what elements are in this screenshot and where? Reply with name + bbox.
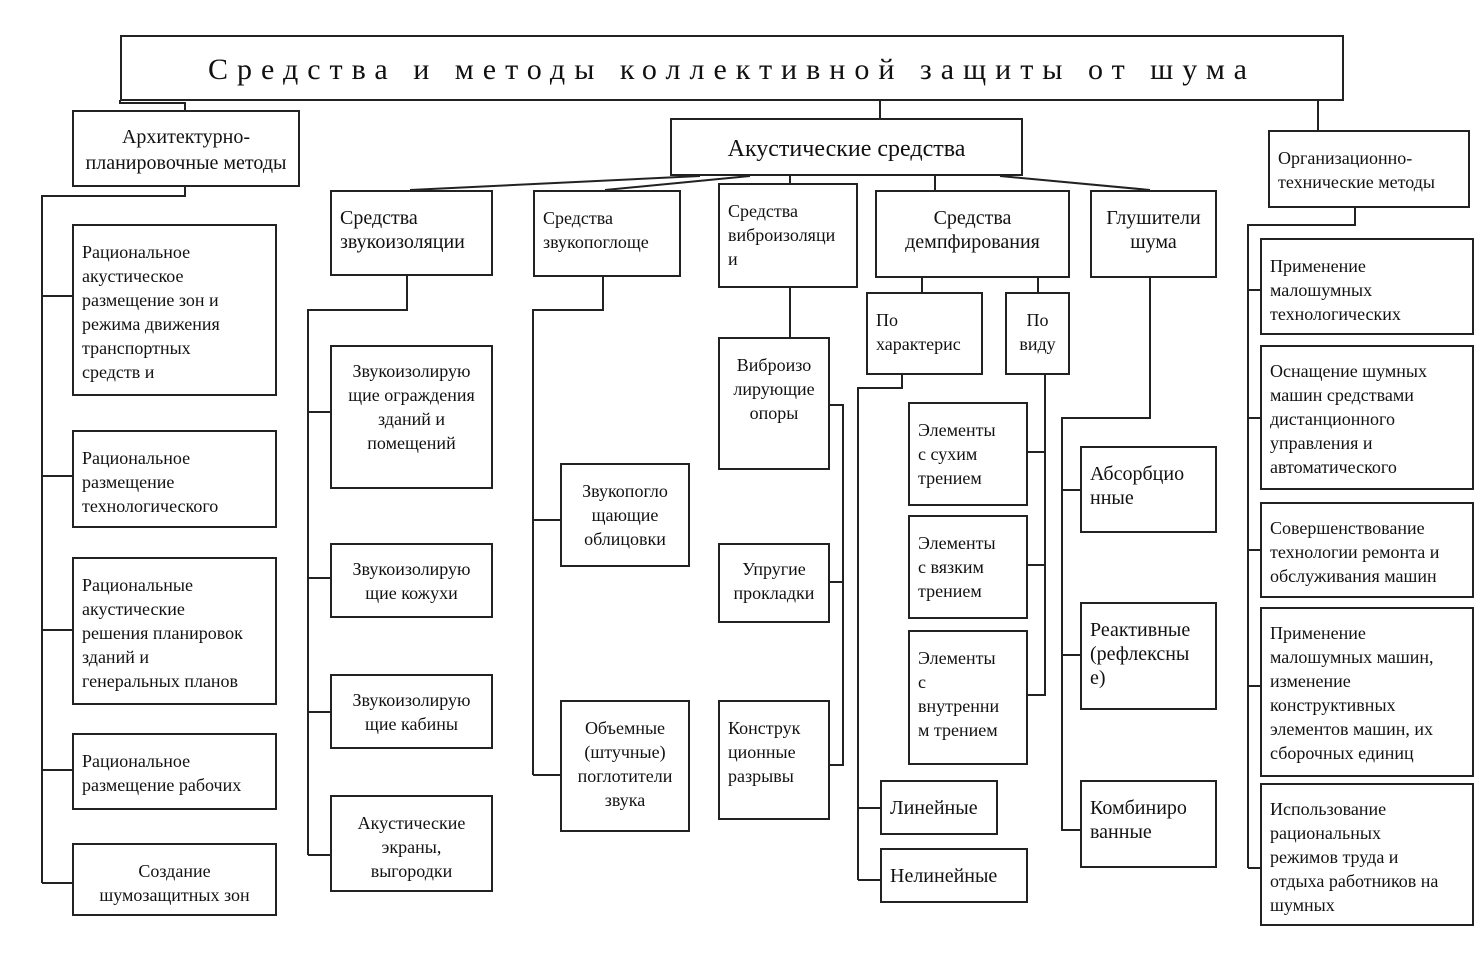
connector-architectural-trunk xyxy=(41,187,186,883)
connector-acoustic-soundproofing xyxy=(409,175,701,191)
acoustic-header: Акустические средства xyxy=(670,118,1023,176)
organizational-item-3: Совершенствование технологии ремонта и о… xyxy=(1260,502,1474,598)
soundproofing-header: Средства звукоизоляции xyxy=(330,190,493,276)
damping-character-item-1: Линейные xyxy=(880,780,998,835)
architectural-header: Архитектурно- планировочные методы xyxy=(72,110,300,187)
architectural-item-4: Рациональное размещение рабочих xyxy=(72,733,277,810)
silencers-item-2: Реактивные (рефлексны е) xyxy=(1080,602,1217,710)
damping-type-item-3: Элементы с внутренни м трением xyxy=(908,630,1028,765)
connector-silencers-trunk xyxy=(1061,278,1151,831)
organizational-item-2: Оснащение шумных машин средствами дистан… xyxy=(1260,345,1474,490)
architectural-item-1: Рациональное акустическое размещение зон… xyxy=(72,224,277,396)
organizational-header: Организационно- технические методы xyxy=(1268,130,1470,208)
vibration-item-1: Виброизо лирующие опоры xyxy=(718,337,830,470)
organizational-item-1: Применение малошумных технологических xyxy=(1260,238,1474,335)
organizational-item-4: Применение малошумных машин, изменение к… xyxy=(1260,607,1474,777)
damping-by-character: По характерис xyxy=(866,292,983,375)
vibration-item-3: Конструк ционные разрывы xyxy=(718,700,830,820)
connector-by-type-trunk xyxy=(1028,375,1046,696)
silencers-item-1: Абсорбцио нные xyxy=(1080,446,1217,533)
connector-soundproofing-trunk xyxy=(307,276,408,855)
architectural-item-3: Рациональные акустические решения планир… xyxy=(72,557,277,705)
soundproofing-item-3: Звукоизолирую щие кабины xyxy=(330,674,493,749)
connector-absorption-trunk xyxy=(532,277,604,775)
soundproofing-item-2: Звукоизолирую щие кожухи xyxy=(330,543,493,618)
damping-type-item-1: Элементы с сухим трением xyxy=(908,402,1028,506)
absorption-item-2: Объемные (штучные) поглотители звука xyxy=(560,700,690,832)
damping-header: Средства демпфирования xyxy=(875,190,1070,278)
connector-title-architectural xyxy=(119,100,186,110)
absorption-header: Средства звукопоглоще xyxy=(533,190,681,277)
organizational-item-5: Использование рациональных режимов труда… xyxy=(1260,783,1474,926)
architectural-item-2: Рациональное размещение технологического xyxy=(72,430,277,528)
absorption-item-1: Звукопогло щающие облицовки xyxy=(560,463,690,567)
connector-vi-branch xyxy=(830,404,844,766)
architectural-item-5: Создание шумозащитных зон xyxy=(72,843,277,916)
vibration-item-2: Упругие прокладки xyxy=(718,543,830,623)
vibration-header: Средства виброизоляци и xyxy=(718,183,858,288)
damping-type-item-2: Элементы с вязким трением xyxy=(908,515,1028,619)
diagram-title: Средства и методы коллективной защиты от… xyxy=(120,35,1344,101)
soundproofing-item-4: Акустические экраны, выгородки xyxy=(330,795,493,892)
damping-by-type: По виду xyxy=(1005,292,1070,375)
connector-by-character-trunk xyxy=(857,375,903,880)
connector-acoustic-silencers xyxy=(999,175,1151,191)
silencers-header: Глушители шума xyxy=(1090,190,1217,278)
connector-acoustic-absorption xyxy=(604,175,751,191)
connector-organizational-trunk xyxy=(1247,208,1356,868)
soundproofing-item-1: Звукоизолирую щие ограждения зданий и по… xyxy=(330,345,493,489)
damping-character-item-2: Нелинейные xyxy=(880,848,1028,903)
silencers-item-3: Комбиниро ванные xyxy=(1080,780,1217,868)
